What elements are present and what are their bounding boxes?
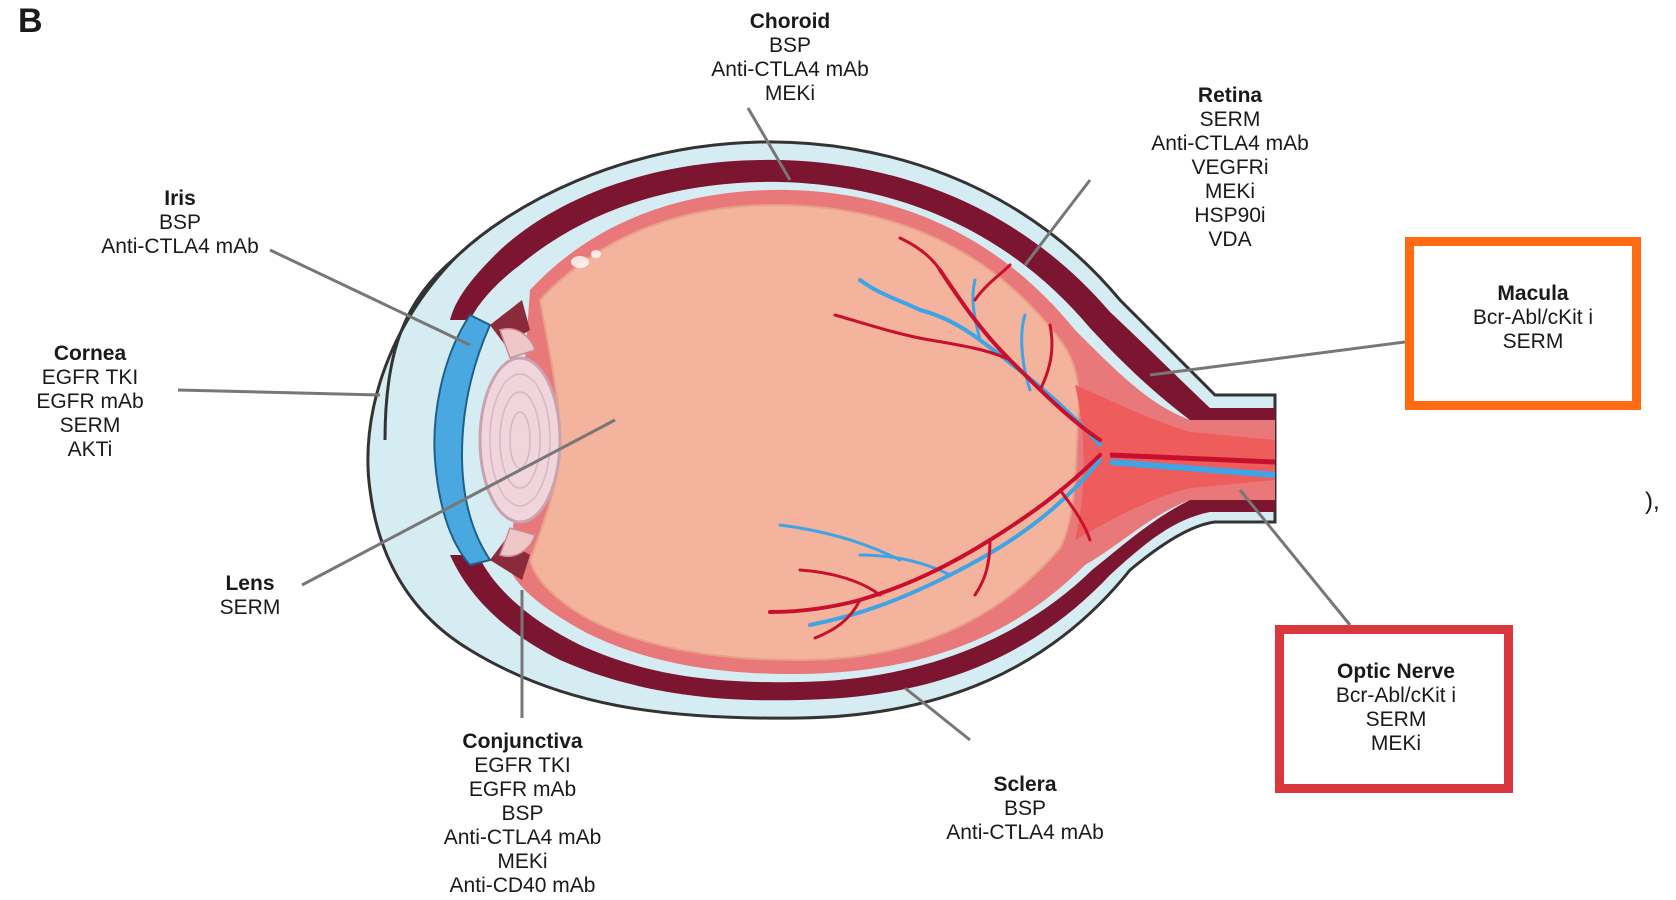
label-sclera-title: Sclera <box>905 773 1145 797</box>
leader-optic-nerve <box>1240 490 1350 625</box>
label-iris: Iris BSP Anti-CTLA4 mAb <box>45 187 315 259</box>
label-conjunctiva-item: BSP <box>395 802 650 826</box>
label-retina-item: HSP90i <box>1095 204 1365 228</box>
label-retina-item: VEGFRi <box>1095 156 1365 180</box>
label-cornea-item: SERM <box>0 414 180 438</box>
label-lens: Lens SERM <box>190 572 310 620</box>
label-conjunctiva-title: Conjunctiva <box>395 730 650 754</box>
label-cornea-item: EGFR TKI <box>0 366 180 390</box>
label-retina-item: SERM <box>1095 108 1365 132</box>
label-retina: Retina SERM Anti-CTLA4 mAb VEGFRi MEKi H… <box>1095 84 1365 252</box>
optic-nerve-highlight-box <box>1275 625 1513 793</box>
label-retina-item: Anti-CTLA4 mAb <box>1095 132 1365 156</box>
label-lens-item: SERM <box>190 596 310 620</box>
label-cornea: Cornea EGFR TKI EGFR mAb SERM AKTi <box>0 342 180 462</box>
label-iris-title: Iris <box>45 187 315 211</box>
label-choroid-title: Choroid <box>655 10 925 34</box>
label-sclera-item: BSP <box>905 797 1145 821</box>
label-conjunctiva: Conjunctiva EGFR TKI EGFR mAb BSP Anti-C… <box>395 730 650 898</box>
vitreous-highlight <box>571 256 589 268</box>
label-choroid-item: Anti-CTLA4 mAb <box>655 58 925 82</box>
label-retina-item: VDA <box>1095 228 1365 252</box>
label-conjunctiva-item: MEKi <box>395 850 650 874</box>
label-choroid-item: BSP <box>655 34 925 58</box>
label-iris-item: Anti-CTLA4 mAb <box>45 235 315 259</box>
vitreous-highlight-2 <box>591 250 601 258</box>
label-sclera: Sclera BSP Anti-CTLA4 mAb <box>905 773 1145 845</box>
label-retina-title: Retina <box>1095 84 1365 108</box>
label-conjunctiva-item: EGFR TKI <box>395 754 650 778</box>
label-retina-item: MEKi <box>1095 180 1365 204</box>
leader-macula <box>1150 342 1405 375</box>
stray-text: ), <box>1645 490 1660 514</box>
panel-letter: B <box>18 4 43 38</box>
label-cornea-item: EGFR mAb <box>0 390 180 414</box>
lens <box>480 358 560 522</box>
label-conjunctiva-item: Anti-CTLA4 mAb <box>395 826 650 850</box>
label-choroid: Choroid BSP Anti-CTLA4 mAb MEKi <box>655 10 925 106</box>
label-iris-item: BSP <box>45 211 315 235</box>
label-cornea-item: AKTi <box>0 438 180 462</box>
leader-cornea <box>178 390 380 395</box>
label-lens-title: Lens <box>190 572 310 596</box>
label-conjunctiva-item: EGFR mAb <box>395 778 650 802</box>
macula-highlight-box <box>1405 237 1641 410</box>
label-cornea-title: Cornea <box>0 342 180 366</box>
lens-shape <box>480 358 560 522</box>
label-conjunctiva-item: Anti-CD40 mAb <box>395 874 650 898</box>
label-choroid-item: MEKi <box>655 82 925 106</box>
label-sclera-item: Anti-CTLA4 mAb <box>905 821 1145 845</box>
